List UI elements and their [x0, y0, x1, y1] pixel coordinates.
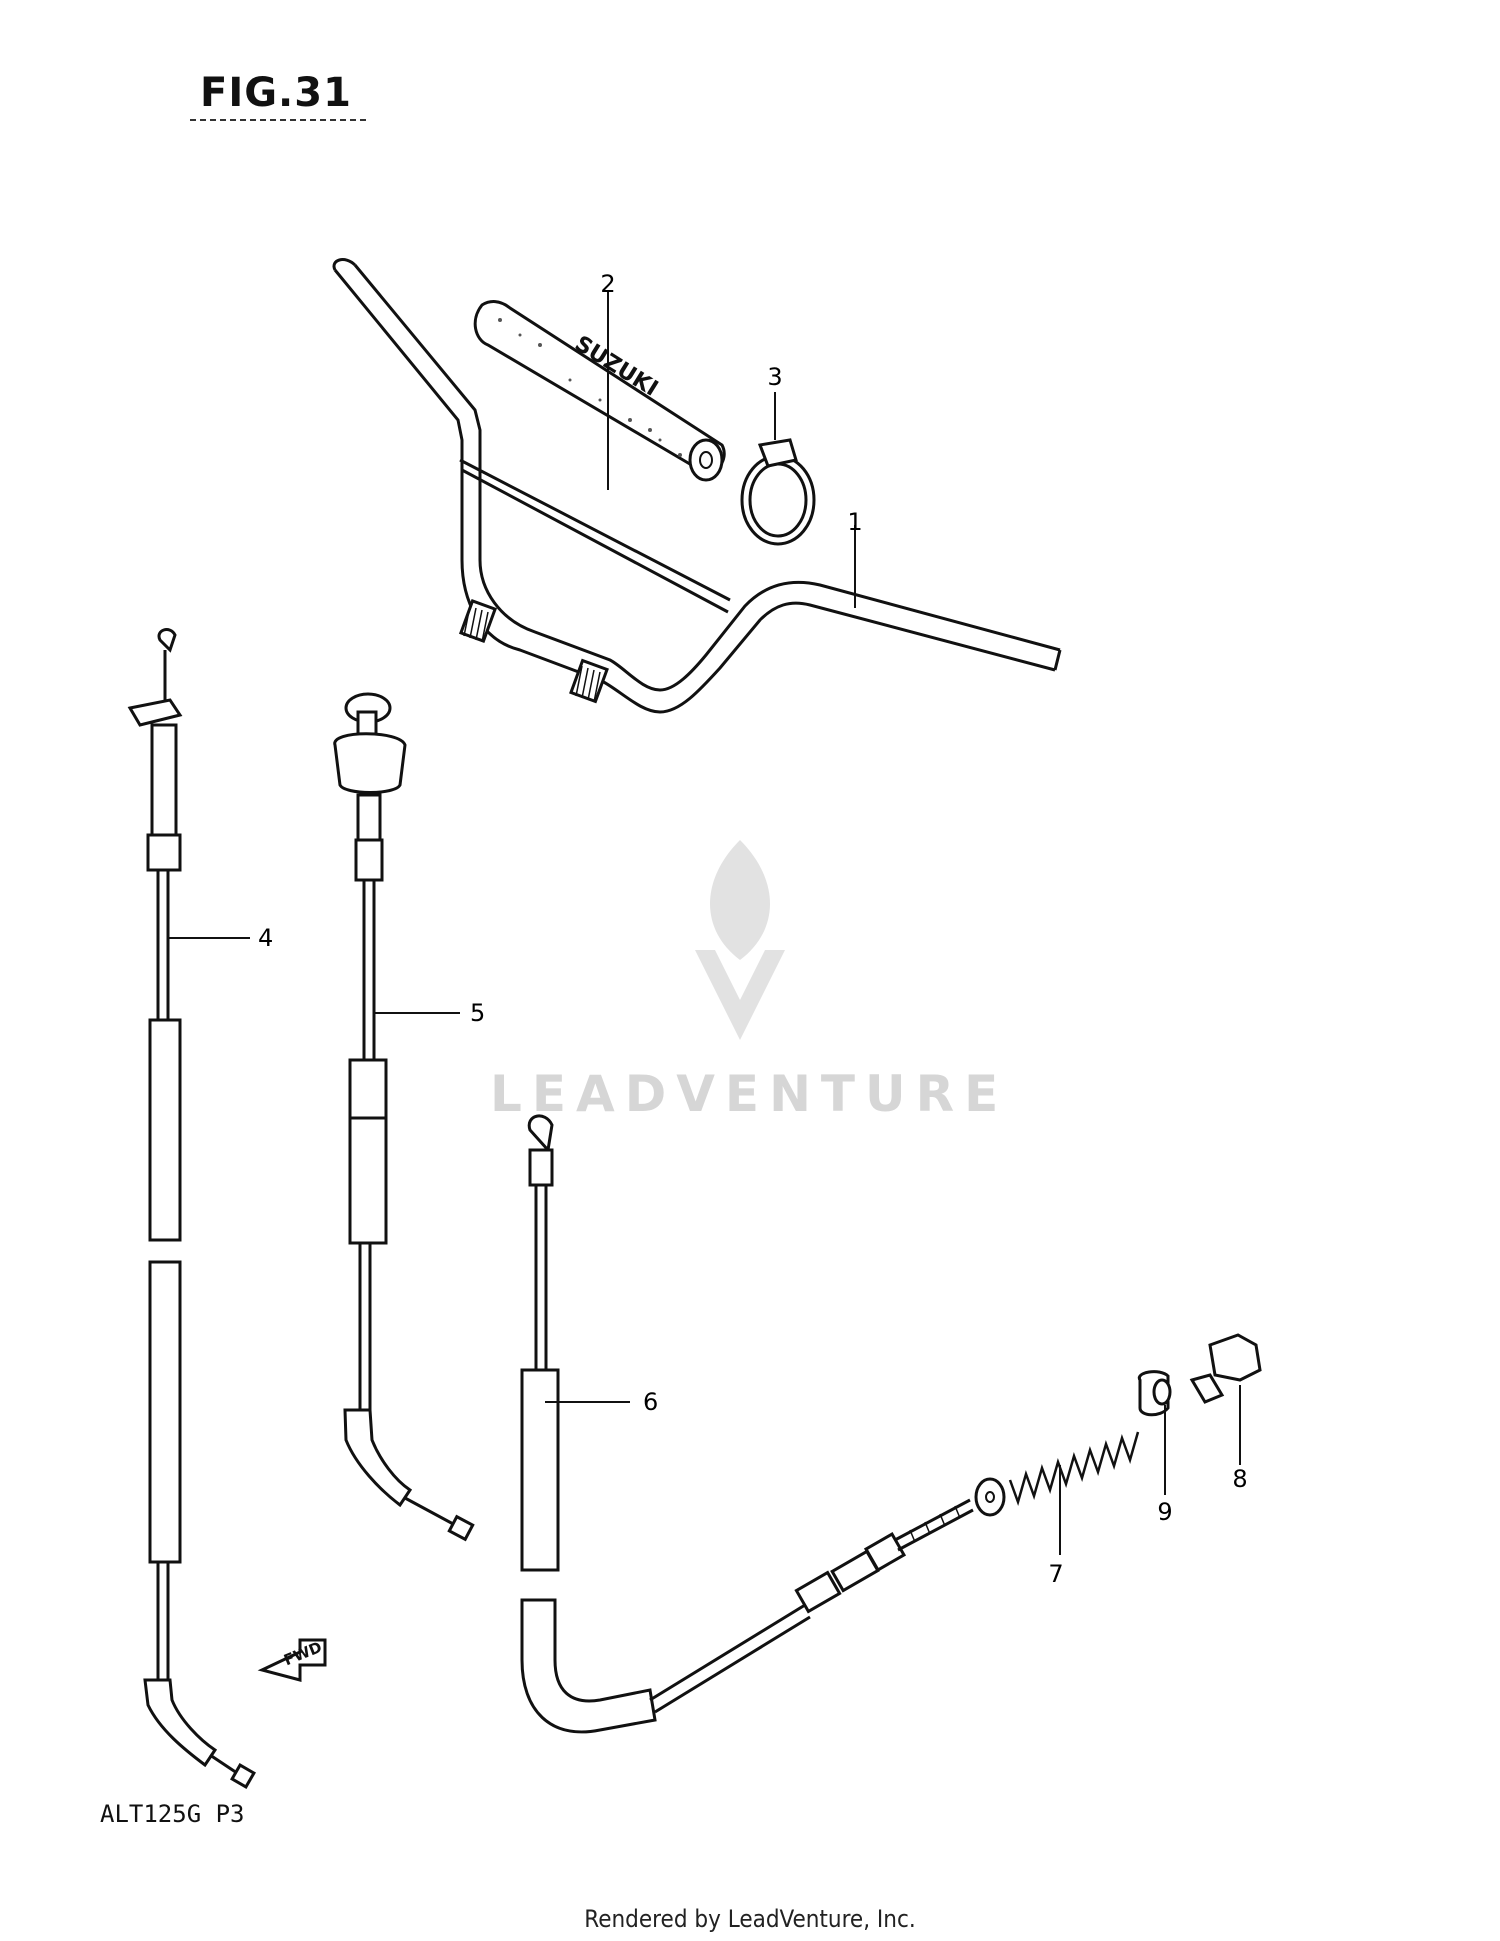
callout-9: 9: [1157, 1498, 1172, 1526]
model-code: ALT125G P3: [100, 1800, 245, 1828]
brake-thread: [909, 1505, 961, 1543]
joint-pin: [1137, 1370, 1172, 1417]
spring: [1008, 1431, 1140, 1507]
watermark-text: LEADVENTURE: [490, 1065, 1009, 1123]
figure-title: FIG.31: [200, 70, 352, 116]
callout-7: 7: [1048, 1560, 1063, 1588]
handlebar-knurl: [463, 605, 601, 703]
watermark-logo: [695, 840, 785, 1040]
callout-2: 2: [600, 270, 615, 298]
choke-cable: [333, 692, 475, 1542]
callout-4: 4: [258, 924, 273, 952]
footer-credit: Rendered by LeadVenture, Inc.: [584, 1905, 916, 1933]
brake-cable: [520, 1114, 974, 1734]
throttle-cable: [127, 628, 256, 1789]
handlebar: [332, 258, 1062, 714]
callout-8: 8: [1232, 1465, 1247, 1493]
callout-3: 3: [767, 363, 782, 391]
leader-lines: [168, 292, 1241, 1555]
clamp: [740, 438, 816, 546]
callout-1: 1: [847, 508, 862, 536]
washer-hole: [985, 1491, 995, 1503]
callout-6: 6: [643, 1388, 658, 1416]
handlebar-pad: SUZUKI: [473, 300, 726, 482]
bolt: [1189, 1333, 1262, 1404]
callout-5: 5: [470, 999, 485, 1027]
forward-arrow: FWD: [257, 1638, 327, 1682]
